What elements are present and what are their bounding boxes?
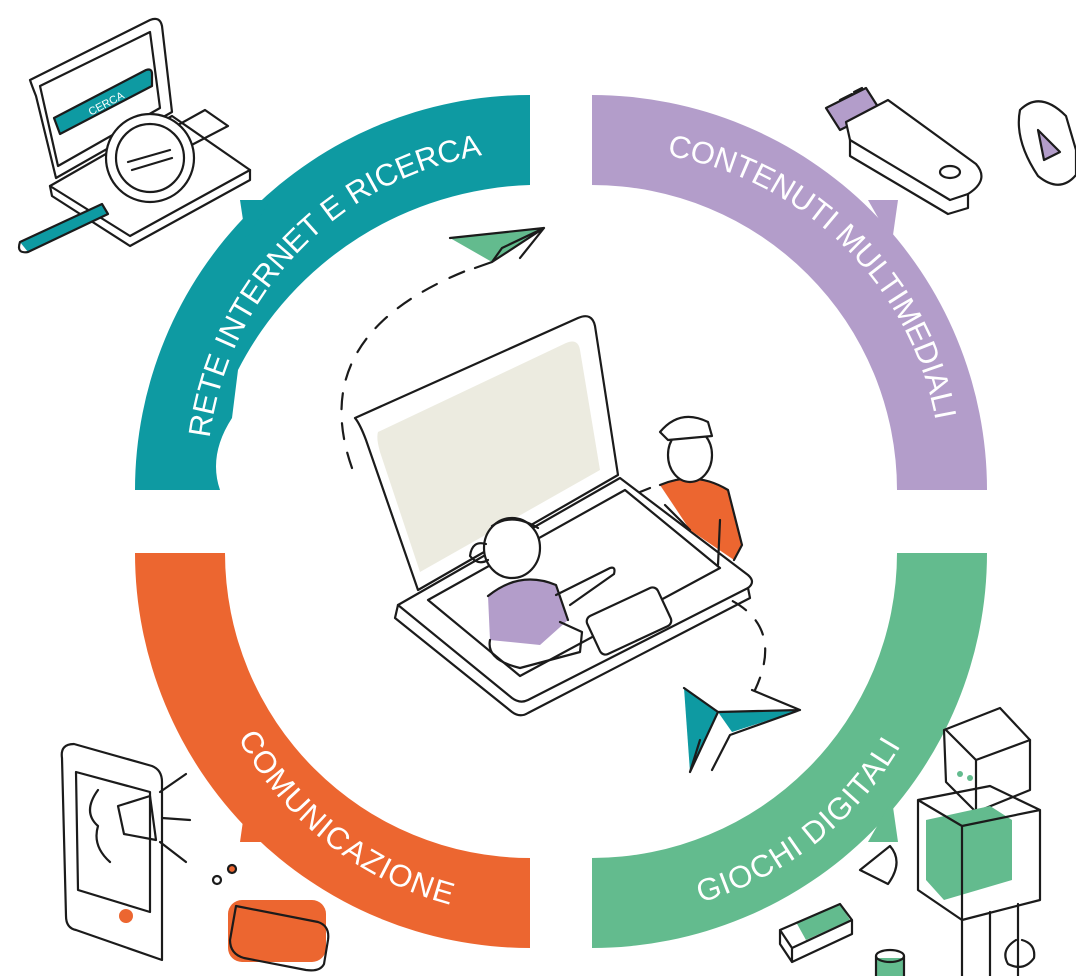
search-laptop-icon: CERCA (17, 17, 252, 254)
paper-plane-bottom-icon (682, 686, 802, 774)
segment-giochi-notch (868, 800, 898, 842)
segment-giochi-band (592, 553, 987, 948)
boy-figure (638, 415, 744, 567)
robot-icon (916, 706, 1042, 976)
laptop-display (377, 341, 600, 572)
segment-rete-notch (240, 200, 270, 240)
cylinder-icon (874, 948, 906, 976)
girl-figure (468, 516, 616, 670)
dashed-flight-path-bottom (703, 588, 767, 692)
usb-stick-icon (824, 86, 983, 216)
laptop-trackpad (585, 586, 673, 656)
battery-icon (778, 902, 854, 964)
segment-contenuti-band (592, 95, 987, 490)
segment-rete-band (135, 95, 530, 490)
play-button-icon (1017, 100, 1076, 186)
central-laptop-illustration (353, 315, 754, 717)
phone-megaphone-icon (60, 742, 192, 962)
magnifier-icon (17, 112, 196, 254)
cone-icon (858, 844, 898, 886)
segment-comunicazione-band (135, 553, 530, 948)
segment-comunicazione-notch (240, 800, 270, 842)
speech-bubble-icon (211, 863, 330, 972)
dashed-flight-path-top (340, 268, 470, 470)
paper-plane-top-icon (448, 226, 546, 270)
segment-contenuti-notch (868, 200, 898, 242)
